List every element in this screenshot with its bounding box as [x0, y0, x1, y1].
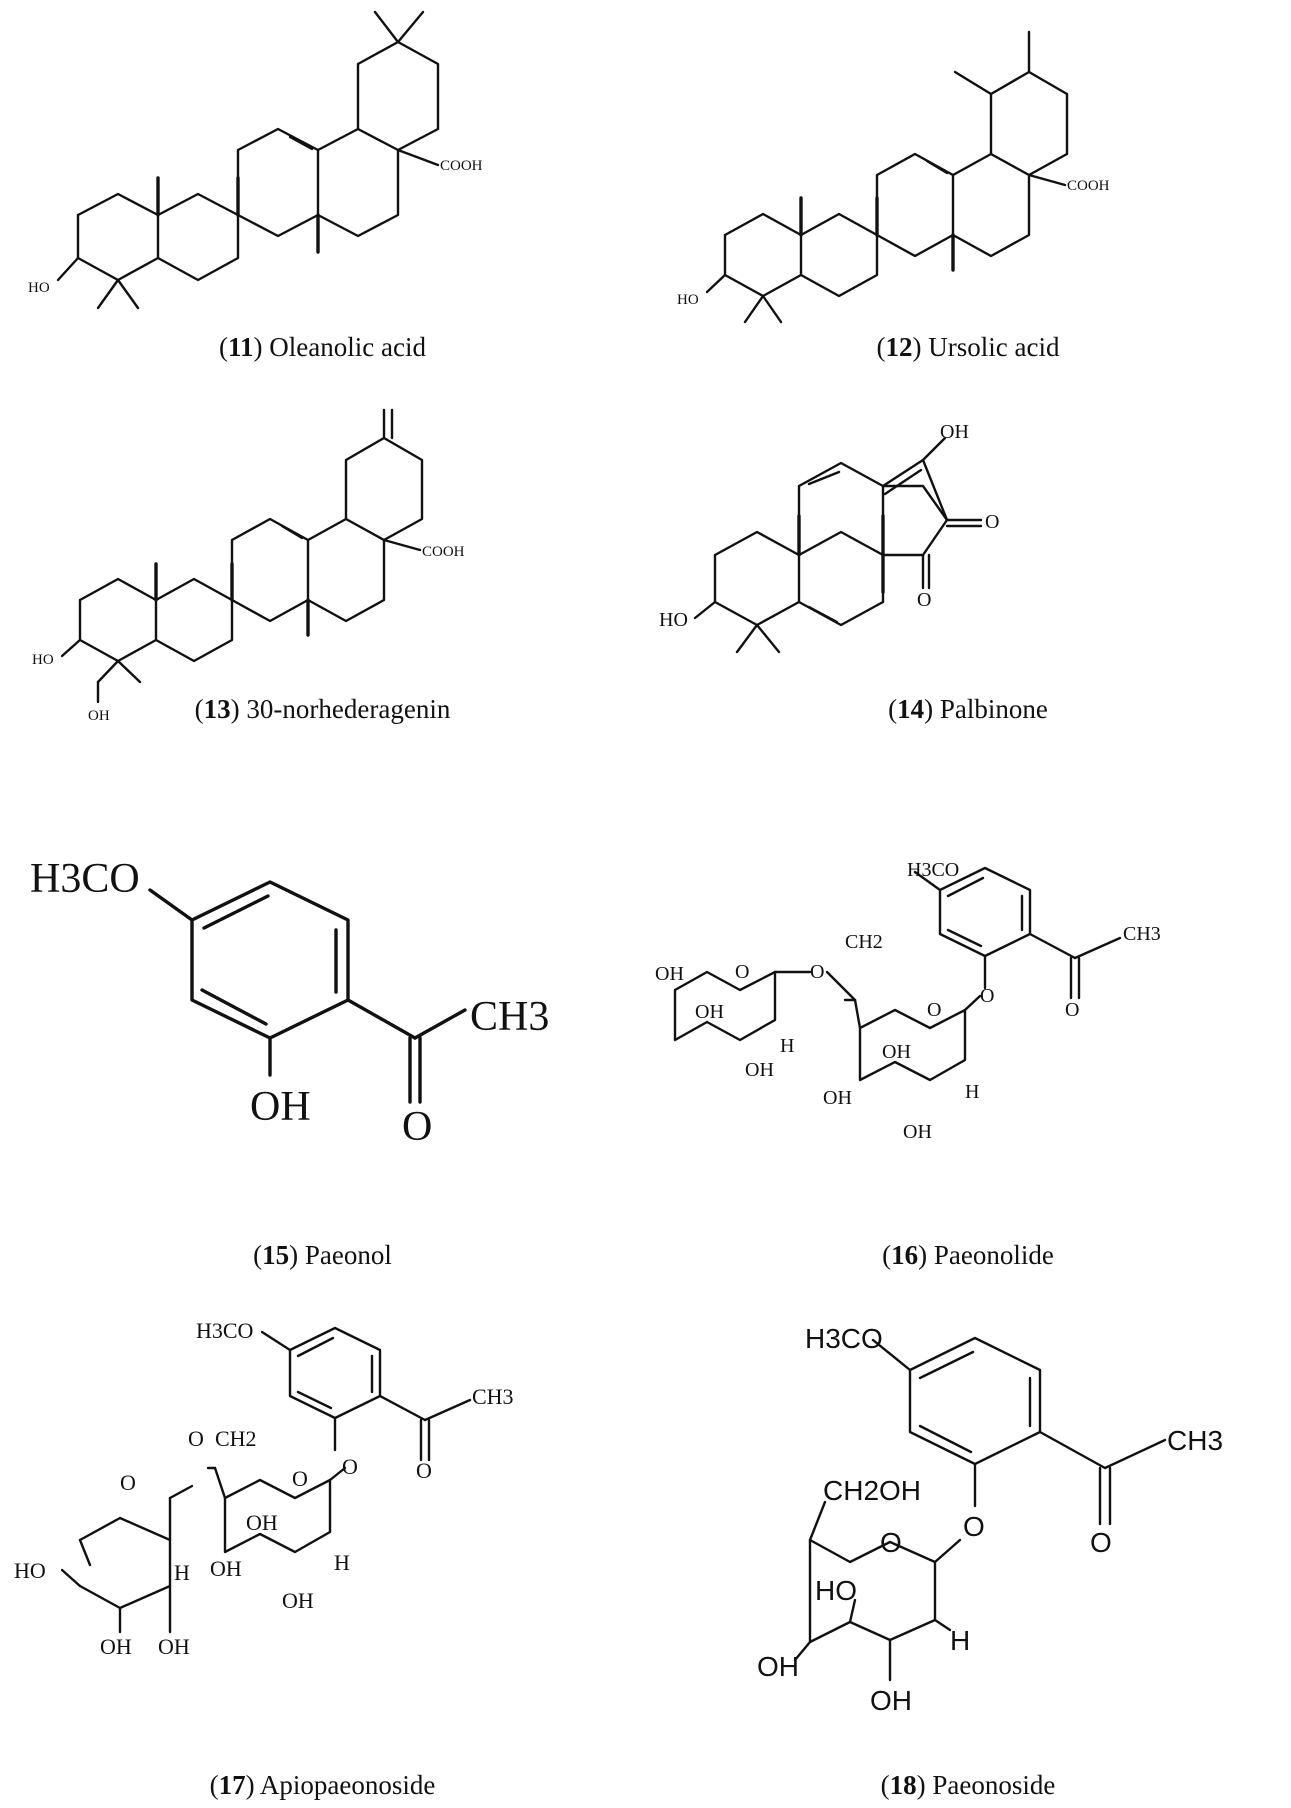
- label-h: H: [950, 1625, 970, 1656]
- label-h3co: H3CO: [907, 859, 959, 881]
- label-ch2: CH2: [215, 1426, 257, 1451]
- label-oxo: O: [416, 1458, 432, 1483]
- label-link-o: O: [810, 961, 824, 983]
- label-ring-o: O: [880, 1527, 902, 1558]
- label-h3co: H3CO: [805, 1323, 883, 1354]
- structure-apiopaeonoside: H3CO CH3 O O CH2 O O O HO OH OH OH OH OH…: [14, 1318, 514, 1659]
- label-ch3: CH3: [472, 1384, 514, 1409]
- label-oh3: OH: [745, 1059, 774, 1081]
- label-ho: HO: [32, 652, 54, 668]
- label-ho: HO: [677, 292, 699, 308]
- caption-13: (13) 30-norhederagenin: [194, 694, 451, 724]
- label-glyco-o: O: [342, 1454, 358, 1479]
- compound-panel-15: H3CO CH3 OH O (15) Paeonol: [0, 840, 645, 1280]
- label-o: O: [402, 1104, 432, 1150]
- label-oh: OH: [88, 708, 110, 724]
- caption-16: (16) Paeonolide: [882, 1240, 1054, 1270]
- label-oh2: OH: [158, 1634, 190, 1659]
- structure-paeonol: H3CO CH3 OH O: [30, 856, 549, 1150]
- label-oxo: O: [1065, 999, 1079, 1021]
- caption-11: (11) Oleanolic acid: [219, 332, 426, 362]
- label-h2: H: [965, 1081, 979, 1103]
- compound-panel-13: COOH HO OH (13) 30-norhederagenin: [0, 408, 645, 840]
- label-ch3: CH3: [1167, 1425, 1223, 1456]
- label-ring-o1: O: [120, 1470, 136, 1495]
- label-ring-o2: O: [927, 999, 941, 1021]
- label-ho: HO: [14, 1558, 46, 1583]
- label-oh1: OH: [100, 1634, 132, 1659]
- label-oh5: OH: [282, 1588, 314, 1613]
- compound-panel-18: H3CO CH3 O O O CH2OH HO OH OH H (18) Pae…: [645, 1280, 1291, 1808]
- label-ring-o1: O: [735, 961, 749, 983]
- label-ch2oh: CH2OH: [823, 1475, 921, 1506]
- label-cooh: COOH: [422, 544, 465, 560]
- structure-palbinone: OH O O HO: [659, 421, 999, 654]
- label-oh2: OH: [695, 1001, 724, 1023]
- label-o1: O: [985, 511, 999, 533]
- structure-paeonoside: H3CO CH3 O O O CH2OH HO OH OH H: [757, 1323, 1223, 1716]
- structure-oleanolic-acid: COOH HO: [28, 10, 483, 310]
- caption-17: (17) Apiopaeonoside: [209, 1770, 436, 1800]
- label-oh6: OH: [903, 1121, 932, 1143]
- label-link-o: O: [188, 1426, 204, 1451]
- label-h3co: H3CO: [196, 1318, 253, 1343]
- label-oh4: OH: [882, 1041, 911, 1063]
- label-oh5: OH: [823, 1087, 852, 1109]
- label-cooh: COOH: [440, 158, 483, 174]
- label-oh2: OH: [870, 1685, 912, 1716]
- label-h1: H: [174, 1560, 190, 1585]
- label-ring-o2: O: [292, 1466, 308, 1491]
- label-oh: OH: [250, 1084, 311, 1130]
- label-ho: HO: [28, 280, 50, 296]
- label-cooh: COOH: [1067, 178, 1110, 194]
- compound-panel-17: H3CO CH3 O O CH2 O O O HO OH OH OH OH OH…: [0, 1280, 645, 1808]
- compound-panel-16: H3CO CH3 O O CH2 O O O OH OH OH OH OH OH…: [645, 840, 1291, 1280]
- label-oh1: OH: [655, 963, 684, 985]
- label-oxo: O: [1090, 1527, 1112, 1558]
- label-o2: O: [917, 589, 931, 611]
- caption-15: (15) Paeonol: [253, 1240, 392, 1270]
- compound-panel-14: OH O O HO (14) Palbinone: [645, 420, 1291, 840]
- label-glyco-o: O: [980, 985, 994, 1007]
- caption-18: (18) Paeonoside: [880, 1770, 1056, 1800]
- compound-panel-11: COOH HO (11) Oleanolic acid: [0, 0, 645, 420]
- label-ch3: CH3: [470, 994, 549, 1040]
- caption-12: (12) Ursolic acid: [876, 332, 1060, 362]
- label-oh: OH: [940, 421, 969, 443]
- label-h2: H: [334, 1550, 350, 1575]
- label-ch2: CH2: [845, 931, 883, 953]
- structure-paeonolide: H3CO CH3 O O CH2 O O O OH OH OH OH OH OH…: [655, 859, 1161, 1143]
- label-ch3: CH3: [1123, 923, 1161, 945]
- label-oh1: OH: [757, 1651, 799, 1682]
- label-glyco-o: O: [963, 1511, 985, 1542]
- compound-panel-12: COOH HO (12) Ursolic acid: [645, 0, 1291, 420]
- structure-30-norhederagenin: COOH HO OH: [32, 408, 465, 724]
- structure-ursolic-acid: COOH HO: [677, 30, 1110, 324]
- label-h1: H: [780, 1035, 794, 1057]
- label-oh4: OH: [210, 1556, 242, 1581]
- label-ho: HO: [815, 1575, 857, 1606]
- label-ho: HO: [659, 609, 688, 631]
- label-oh3: OH: [246, 1510, 278, 1535]
- caption-14: (14) Palbinone: [888, 694, 1048, 724]
- label-h3co: H3CO: [30, 856, 140, 902]
